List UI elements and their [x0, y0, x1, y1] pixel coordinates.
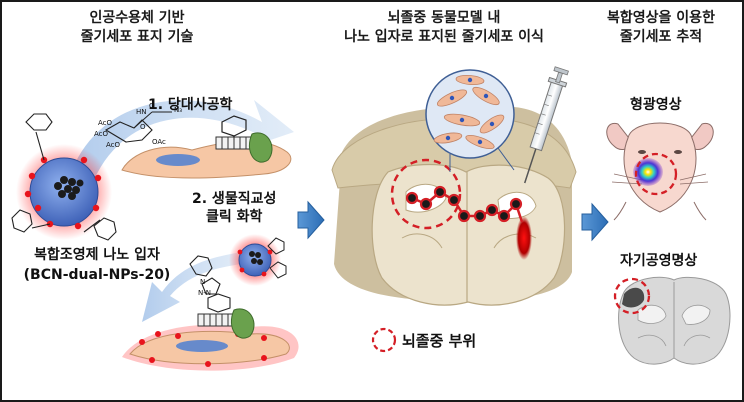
chem-oac: OAc — [152, 138, 166, 146]
chem-aco-2: AcO — [94, 130, 109, 138]
chem-n3: N₃ — [174, 106, 183, 114]
optical-imaging-label: 형광영상 — [630, 97, 682, 113]
brain-section — [371, 163, 566, 306]
step2-label: 2. 생물직교성 클릭 화학 — [192, 190, 276, 226]
bottom-curved-arrow — [142, 252, 242, 322]
right-heading-line1: 복합영상을 이용한 — [607, 10, 715, 26]
chem-o-2: O — [140, 123, 146, 131]
mri-hypointense-signal — [622, 287, 645, 308]
top-cell — [121, 140, 292, 179]
step2-line2: 클릭 화학 — [205, 209, 263, 225]
chem-aco-3: AcO — [106, 141, 121, 149]
left-hippocampus — [401, 233, 443, 249]
legend-marker — [371, 327, 397, 353]
left-heading-line2: 줄기세포 표지 기술 — [80, 29, 194, 45]
bcn-linkers — [11, 113, 117, 241]
right-heading-line2: 줄기세포 추적 — [619, 29, 703, 45]
bottom-protein — [230, 308, 255, 339]
optical-region-marker — [634, 152, 678, 196]
chem-nh: HN — [136, 108, 147, 116]
mri-slice — [618, 276, 731, 365]
bound-particle-core — [249, 251, 263, 265]
chem-aco-1: AcO — [98, 119, 113, 127]
chem-o-1: O — [149, 102, 155, 110]
injection-lesion — [516, 216, 532, 260]
stroke-legend-label: 뇌졸중 부위 — [402, 332, 477, 350]
top-cell-nucleus — [156, 154, 200, 166]
migrating-cells — [405, 185, 523, 223]
arrow-middle-to-right — [581, 202, 609, 242]
middle-heading-line1: 뇌졸중 동물모델 내 — [387, 10, 501, 26]
particle-label-line2: (BCN-dual-NPs-20) — [23, 267, 171, 283]
particle-label-line1: 복합조영제 나노 입자 — [34, 247, 160, 263]
fluorescence-signal — [633, 158, 663, 186]
top-protein — [248, 132, 273, 163]
middle-heading: 뇌졸중 동물모델 내 나노 입자로 표지된 줄기세포 이식 — [304, 9, 584, 47]
step1-label: 1. 당대사공학 — [148, 97, 233, 113]
bottom-cell-nucleus — [176, 340, 228, 352]
sugar-structure — [104, 119, 153, 143]
mri-region-marker — [613, 277, 651, 315]
migration-path — [411, 190, 524, 223]
syringe — [523, 66, 569, 184]
chem-n: N — [200, 278, 206, 286]
stroke-region-marker — [390, 158, 462, 230]
chem-nnn: N-N — [198, 289, 211, 297]
top-sugar-ring — [221, 115, 247, 137]
step2-line1: 2. 생물직교성 — [192, 191, 277, 207]
particle-core — [54, 176, 84, 200]
left-heading: 인공수용체 기반 줄기세포 표지 기술 — [37, 9, 237, 47]
bound-particle-fluorophores — [237, 249, 273, 277]
left-heading-line1: 인공수용체 기반 — [89, 10, 185, 26]
bound-particle-linkers — [267, 237, 287, 279]
right-hippocampus — [493, 233, 537, 249]
right-heading: 복합영상을 이용한 줄기세포 추적 — [586, 9, 736, 47]
bottom-sugar-ring — [207, 293, 231, 313]
triazole-ring — [201, 277, 221, 295]
mri-imaging-label: 자기공영명상 — [620, 253, 698, 269]
magnified-labels — [445, 77, 495, 145]
bottom-bcn — [189, 255, 213, 277]
middle-heading-line2: 나노 입자로 표지된 줄기세포 이식 — [344, 29, 544, 45]
particle-label: 복합조영제 나노 입자 (BCN-dual-NPs-20) — [12, 245, 182, 285]
arrow-left-to-middle — [297, 200, 325, 240]
top-curved-arrow — [72, 100, 294, 180]
